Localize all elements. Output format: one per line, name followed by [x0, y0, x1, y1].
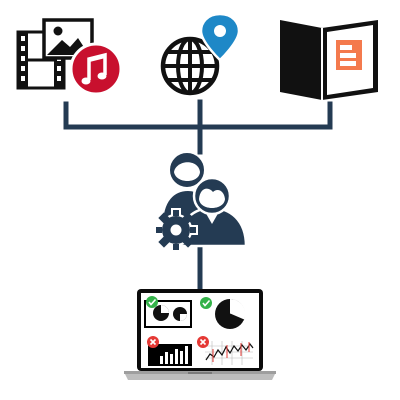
users-with-gear-icon — [154, 151, 248, 252]
open-book-icon — [280, 20, 378, 100]
dashboard-panel-error-1 — [147, 336, 192, 366]
connector-lines — [63, 99, 333, 292]
media-film-photo-music-icon — [16, 18, 123, 96]
globe-location-pin-icon — [160, 12, 241, 96]
dashboard-panel-error-2 — [197, 336, 255, 366]
dashboard-panel-ok-2 — [200, 297, 252, 334]
laptop-dashboard-icon — [124, 289, 276, 380]
check-icon — [146, 296, 158, 308]
check-icon — [200, 297, 212, 309]
dashboard-panel-ok-1 — [144, 296, 192, 328]
